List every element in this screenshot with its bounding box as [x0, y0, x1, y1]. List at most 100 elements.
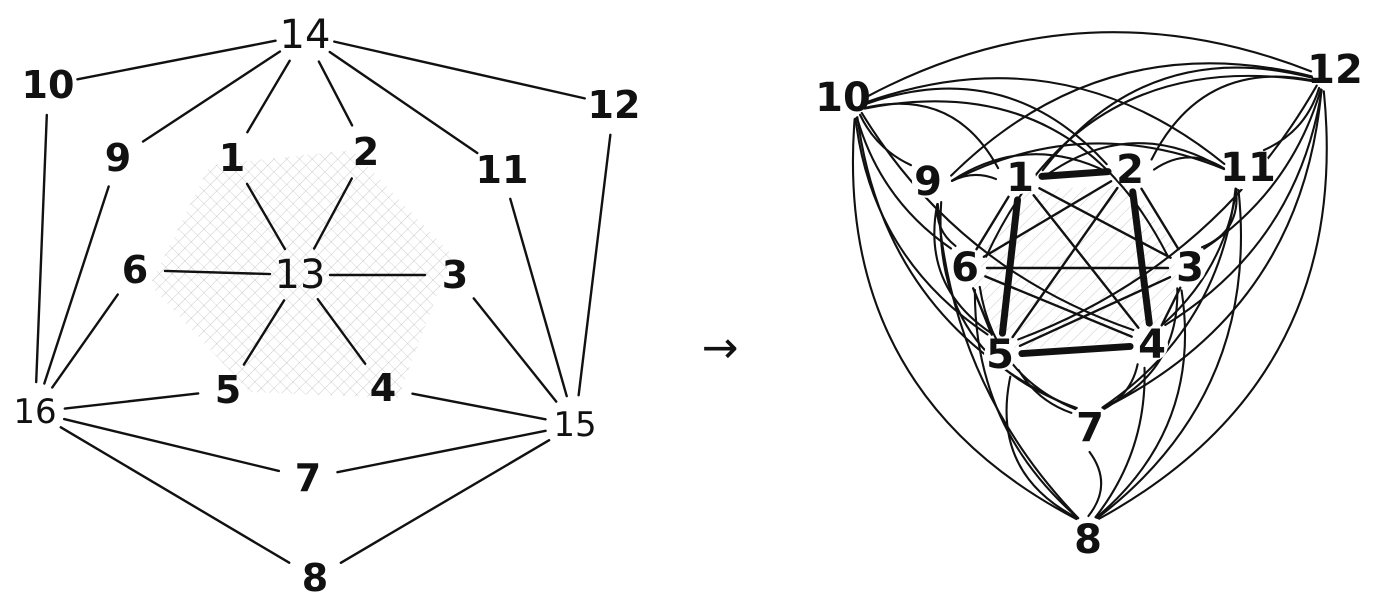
left-edge-14-12 [333, 40, 586, 100]
right-outer-edge-7-5 [1017, 369, 1073, 414]
left-edge-13-6 [163, 269, 272, 276]
right-outer-edge-12-4 [1164, 88, 1323, 327]
right-outer-edge-10-11 [865, 77, 1226, 165]
left-node-12: 12 [588, 83, 641, 127]
right-inner-edge-3-4 [1160, 286, 1182, 327]
left-edge-9-16 [43, 185, 110, 385]
right-inner-edge-2-6 [982, 180, 1113, 258]
right-inner-edge-6-5 [972, 287, 993, 336]
right-outer-edge-11-7 [1101, 187, 1237, 409]
right-node-bg-6 [949, 252, 981, 284]
left-edge-13-2 [312, 177, 354, 250]
right-outer-edge-8-5 [1005, 375, 1079, 520]
left-edge-14-11 [328, 50, 479, 155]
right-outer-edge-10-12 [865, 31, 1313, 98]
right-node-bg-1 [1004, 162, 1036, 194]
right-node-bg-8 [1072, 524, 1104, 556]
left-node-13: 13 [275, 252, 326, 298]
left-node-3: 3 [442, 253, 468, 297]
transformation-arrow: → [702, 323, 739, 374]
right-thick-edge-2-4 [1129, 188, 1153, 327]
left-edge-16-5 [63, 392, 200, 410]
right-outer-edge-10-9 [859, 113, 912, 167]
left-edge-6-16 [51, 293, 119, 389]
left-node-16: 16 [13, 392, 56, 432]
right-node-bg-10 [821, 76, 865, 120]
left-edge-14-2 [317, 60, 354, 127]
right-outer-edge-11-1 [1042, 142, 1226, 178]
left-node-5: 5 [215, 368, 241, 412]
right-node-bg-4 [1136, 329, 1168, 361]
right-outer-edge-8-4 [1094, 366, 1146, 519]
left-edge-13-4 [316, 297, 367, 366]
right-node-6: 6 [951, 245, 979, 291]
left-node-8: 8 [302, 556, 328, 600]
right-inner-edge-2-3 [1140, 187, 1180, 251]
right-outer-edge-12-7 [1102, 88, 1323, 410]
right-outer-edge-12-9 [950, 62, 1313, 177]
right-inner-edge-2-5 [1011, 186, 1119, 339]
right-thick-edge-1-5 [998, 196, 1022, 337]
left-edge-14-1 [246, 59, 291, 134]
right-node-bg-2 [1114, 154, 1146, 186]
left-edge-14-10 [76, 39, 277, 81]
right-node-4: 4 [1138, 322, 1166, 368]
right-thick-edge-1-2 [1038, 168, 1112, 180]
right-outer-edge-12-11 [1262, 86, 1321, 152]
right-node-bg-11 [1226, 146, 1270, 190]
right-node-11: 11 [1220, 145, 1276, 191]
left-edge-15-7 [336, 429, 547, 474]
left-shaded-region-crosshatch [150, 150, 452, 398]
left-edge-16-8 [59, 426, 291, 564]
left-edge-13-1 [245, 182, 287, 251]
left-edge-12-15 [577, 133, 612, 397]
left-edge-13-5 [242, 299, 286, 366]
right-inner-edge-1-6 [975, 195, 1010, 251]
right-node-2: 2 [1116, 147, 1144, 193]
left-node-7: 7 [295, 456, 321, 500]
right-inner-edge-1-3 [1038, 187, 1172, 259]
left-node-14: 14 [280, 12, 331, 58]
right-outer-edge-8-3 [1095, 289, 1187, 519]
right-thick-edge-5-4 [1018, 342, 1134, 358]
left-edge-16-7 [62, 417, 281, 473]
left-edges [34, 39, 612, 564]
left-edge-10-16 [34, 113, 49, 384]
right-outer-edge-7-4 [1103, 363, 1139, 410]
right-node-5: 5 [986, 332, 1014, 378]
right-outer-edge-7-8 [1087, 450, 1103, 518]
right-node-7: 7 [1076, 405, 1104, 451]
right-node-bg-3 [1174, 252, 1206, 284]
right-node-bg-7 [1074, 412, 1106, 444]
left-node-4: 4 [370, 366, 396, 410]
right-outer-edge-8-6 [973, 288, 1080, 520]
right-outer-edge-11-8 [1096, 188, 1242, 520]
right-node-bg-12 [1313, 48, 1357, 92]
left-edge-11-15 [509, 197, 568, 398]
right-node-bg-5 [984, 339, 1016, 371]
left-edge-3-15 [472, 297, 558, 403]
right-node-9: 9 [914, 159, 942, 205]
right-outer-edge-9-2 [950, 153, 1108, 182]
right-outer-edge-10-8 [851, 117, 1078, 521]
right-outer-edge-12-8 [1098, 90, 1328, 520]
right-node-bg-9 [912, 166, 944, 198]
right-outer-edge-7-3 [1101, 287, 1179, 409]
left-node-9: 9 [105, 136, 131, 180]
left-node-11: 11 [476, 148, 529, 192]
left-edge-15-8 [339, 439, 551, 564]
right-outer-edge-9-8 [936, 202, 1080, 520]
left-edge-14-9 [141, 50, 282, 143]
left-node-10: 10 [22, 63, 75, 107]
left-node-15: 15 [553, 405, 596, 445]
right-node-3: 3 [1176, 245, 1204, 291]
right-node-8: 8 [1074, 517, 1102, 563]
left-node-6: 6 [122, 248, 148, 292]
right-edges [851, 31, 1328, 521]
